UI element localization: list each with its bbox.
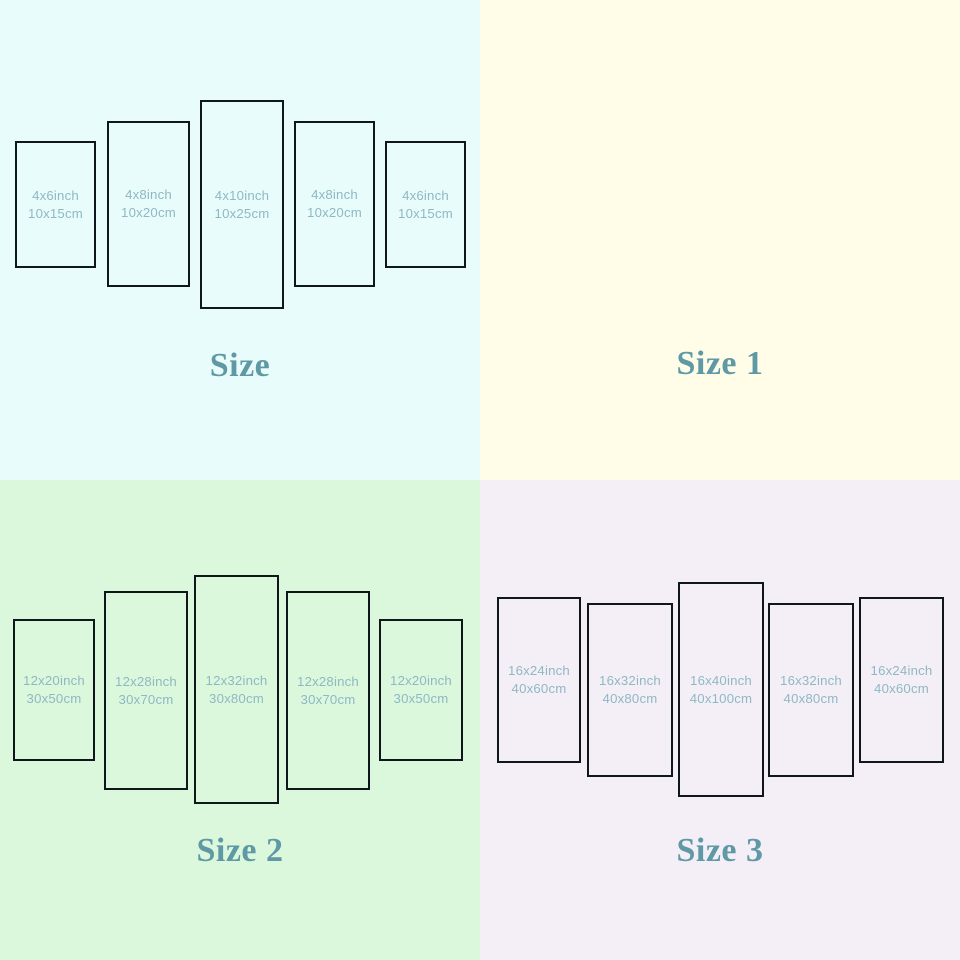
- canvas-panel[interactable]: 4x8inch 10x20cm: [294, 121, 375, 287]
- panel-size-inch: 16x32inch: [780, 673, 842, 688]
- panel-size-cm: 10x15cm: [28, 205, 83, 221]
- quadrant-title-size-2: Size 2: [196, 832, 284, 869]
- canvas-panel[interactable]: 12x28inch 30x70cm: [286, 591, 370, 790]
- canvas-panel[interactable]: 16x32inch 40x80cm: [587, 603, 673, 777]
- canvas-panel[interactable]: 4x6inch 10x15cm: [385, 141, 466, 268]
- quadrant-size-2: 12x20inch 30x50cm 12x28inch 30x70cm 12x32inc…: [0, 480, 480, 960]
- panel-group-size: 4x6inch 10x15cm 4x8inch 10x20cm 4x10inch 10x2…: [0, 0, 480, 480]
- panel-size-cm: 30x70cm: [118, 691, 174, 707]
- panel-size-inch: 12x20inch: [390, 673, 452, 688]
- panel-size-inch: 12x28inch: [115, 673, 177, 689]
- canvas-panel[interactable]: 16x24inch 40x60cm: [497, 597, 581, 763]
- panel-size-inch: 4x6inch: [402, 187, 449, 203]
- panel-size-cm: 10x20cm: [121, 205, 176, 220]
- canvas-panel[interactable]: 12x20inch 30x50cm: [13, 619, 95, 761]
- canvas-panel[interactable]: 12x28inch 30x70cm: [104, 591, 188, 790]
- canvas-panel[interactable]: 4x8inch 10x20cm: [107, 121, 190, 287]
- panel-size-inch: 12x20inch: [23, 673, 85, 688]
- panel-group-size-2: 12x20inch 30x50cm 12x28inch 30x70cm 12x32inc…: [0, 480, 480, 960]
- panel-size-cm: 10x25cm: [214, 205, 270, 221]
- quadrant-size-1: 8x14inch20x35cm8x18inch20x45cm8x22inch20…: [480, 0, 960, 480]
- canvas-panel[interactable]: 16x32inch 40x80cm: [768, 603, 854, 777]
- canvas-panel[interactable]: 16x40inch 40x100cm: [678, 582, 764, 797]
- quadrant-size-3: 16x24inch 40x60cm 16x32inch 40x80cm 16x40inc…: [480, 480, 960, 960]
- panel-size-cm: 40x80cm: [783, 691, 839, 706]
- panel-size-inch: 4x8inch: [125, 187, 172, 202]
- canvas-panel[interactable]: 12x32inch 30x80cm: [194, 575, 279, 804]
- panel-size-inch: 4x6inch: [32, 187, 79, 203]
- quadrant-title-size-1: Size 1: [676, 345, 764, 382]
- panel-size-inch: 16x24inch: [870, 663, 933, 678]
- panel-size-inch: 12x32inch: [205, 672, 268, 688]
- panel-size-cm: 10x20cm: [307, 205, 362, 220]
- quadrant-title-size-3: Size 3: [676, 832, 764, 869]
- panel-size-cm: 10x15cm: [398, 205, 453, 221]
- panel-size-cm: 40x60cm: [511, 681, 567, 696]
- panel-group-size-3: 16x24inch 40x60cm 16x32inch 40x80cm 16x40inc…: [480, 480, 960, 960]
- panel-size-inch: 16x40inch: [690, 672, 752, 688]
- quadrant-title-size: Size: [209, 347, 271, 384]
- panel-size-cm: 30x80cm: [209, 690, 264, 706]
- panel-size-cm: 40x60cm: [874, 681, 929, 696]
- canvas-panel[interactable]: 4x6inch 10x15cm: [15, 141, 96, 268]
- canvas-panel[interactable]: 16x24inch 40x60cm: [859, 597, 944, 763]
- quadrant-size: 4x6inch 10x15cm 4x8inch 10x20cm 4x10inch 10x2…: [0, 0, 480, 480]
- panel-group-size-1: 8x14inch20x35cm8x18inch20x45cm8x22inch20…: [480, 0, 960, 480]
- panel-size-inch: 16x24inch: [508, 663, 570, 678]
- panel-size-cm: 30x70cm: [300, 691, 356, 707]
- panel-size-cm: 30x50cm: [393, 691, 449, 706]
- panel-size-cm: 30x50cm: [26, 691, 82, 706]
- canvas-panel[interactable]: 12x20inch 30x50cm: [379, 619, 463, 761]
- panel-size-inch: 4x8inch: [311, 187, 358, 202]
- panel-size-cm: 40x80cm: [602, 691, 658, 706]
- panel-size-inch: 12x28inch: [297, 673, 359, 689]
- panel-size-cm: 40x100cm: [689, 690, 753, 706]
- panel-size-inch: 4x10inch: [214, 187, 270, 203]
- canvas-panel[interactable]: 4x10inch 10x25cm: [200, 100, 284, 309]
- panel-size-inch: 16x32inch: [599, 673, 661, 688]
